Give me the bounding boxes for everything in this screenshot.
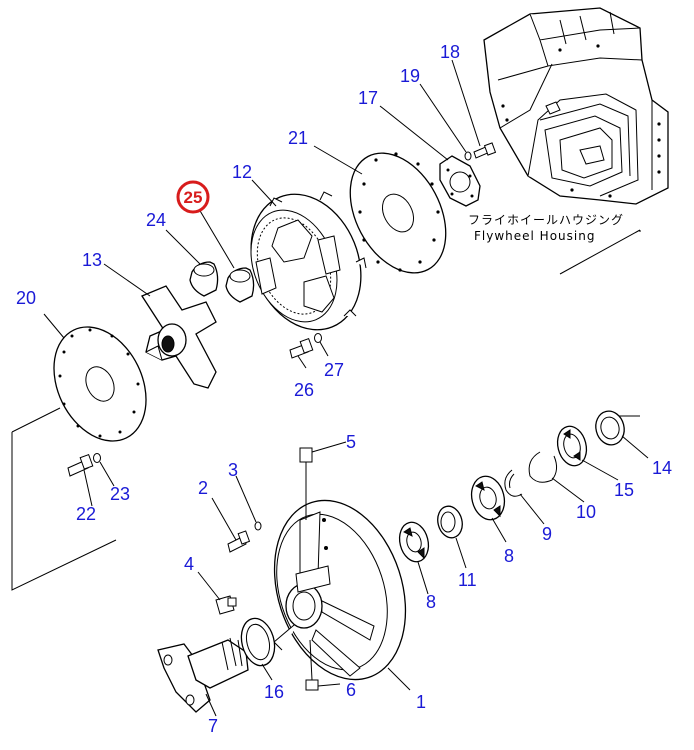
part-14-cover (595, 410, 625, 446)
callout-19: 19 (400, 66, 420, 86)
callout-6: 6 (346, 680, 356, 700)
part-17-ring (439, 155, 481, 207)
part-13-spider (141, 285, 217, 389)
callout-2: 2 (198, 478, 208, 498)
callout-5: 5 (346, 432, 356, 452)
callout-10: 10 (576, 502, 596, 522)
callout-17: 17 (358, 88, 378, 108)
leader-lines (43, 59, 649, 717)
callout-8-right: 8 (504, 546, 514, 566)
callout-1: 1 (416, 692, 426, 712)
part-12-coupling (250, 191, 367, 331)
part-18-bolt (473, 142, 497, 159)
part-4-plug (215, 595, 237, 615)
part-25-bushing (225, 267, 255, 303)
callout-23: 23 (110, 484, 130, 504)
part-21-plate (349, 152, 447, 274)
callout-labels: 1 2 3 4 5 6 7 8 8 9 10 11 12 13 14 15 16… (16, 42, 672, 736)
callout-9: 9 (542, 524, 552, 544)
part-20-plate (53, 326, 147, 442)
callout-14: 14 (652, 458, 672, 478)
callout-22: 22 (76, 504, 96, 524)
callout-26: 26 (294, 380, 314, 400)
callout-15: 15 (614, 480, 634, 500)
part-8-bearing-left (398, 521, 430, 563)
part-7-yoke (157, 637, 249, 713)
housing-caption-english: Flywheel Housing (474, 229, 595, 243)
callout-20: 20 (16, 288, 36, 308)
part-22-bolt (67, 454, 94, 477)
callout-18: 18 (440, 42, 460, 62)
callout-12: 12 (232, 162, 252, 182)
callout-13: 13 (82, 250, 102, 270)
part-19-washer (464, 151, 472, 161)
part-8-bearing-right (470, 475, 506, 521)
callout-21: 21 (288, 128, 308, 148)
part-6-plug (305, 639, 319, 691)
part-9-snap-ring (504, 469, 523, 497)
callout-16: 16 (264, 682, 284, 702)
part-3-washer (254, 521, 262, 531)
part-24-bushing (189, 261, 219, 297)
callout-25-highlighted: 25 (176, 180, 210, 214)
callout-7: 7 (208, 716, 218, 736)
callout-4: 4 (184, 554, 194, 574)
callout-8-left: 8 (426, 592, 436, 612)
part-26-bolt (289, 338, 314, 359)
flywheel-housing (483, 7, 669, 205)
housing-caption-japanese: フライホイールハウジング (468, 213, 624, 227)
part-10-snap-ring (528, 451, 558, 483)
part-1-housing (273, 499, 407, 681)
callout-25: 25 (184, 188, 203, 207)
part-23-washer (93, 453, 101, 463)
callout-3: 3 (228, 460, 238, 480)
part-27-washer (314, 333, 322, 343)
part-5-plug (299, 447, 313, 520)
part-11-bearing (437, 505, 463, 539)
callout-11: 11 (458, 570, 477, 590)
part-16-seal (240, 617, 276, 667)
part-2-bolt (227, 530, 251, 553)
highlight-ring (176, 180, 210, 214)
assembly-outline (11, 229, 641, 591)
callout-24: 24 (146, 210, 166, 230)
part-15-gear-ring (556, 425, 588, 467)
callout-27: 27 (324, 360, 344, 380)
